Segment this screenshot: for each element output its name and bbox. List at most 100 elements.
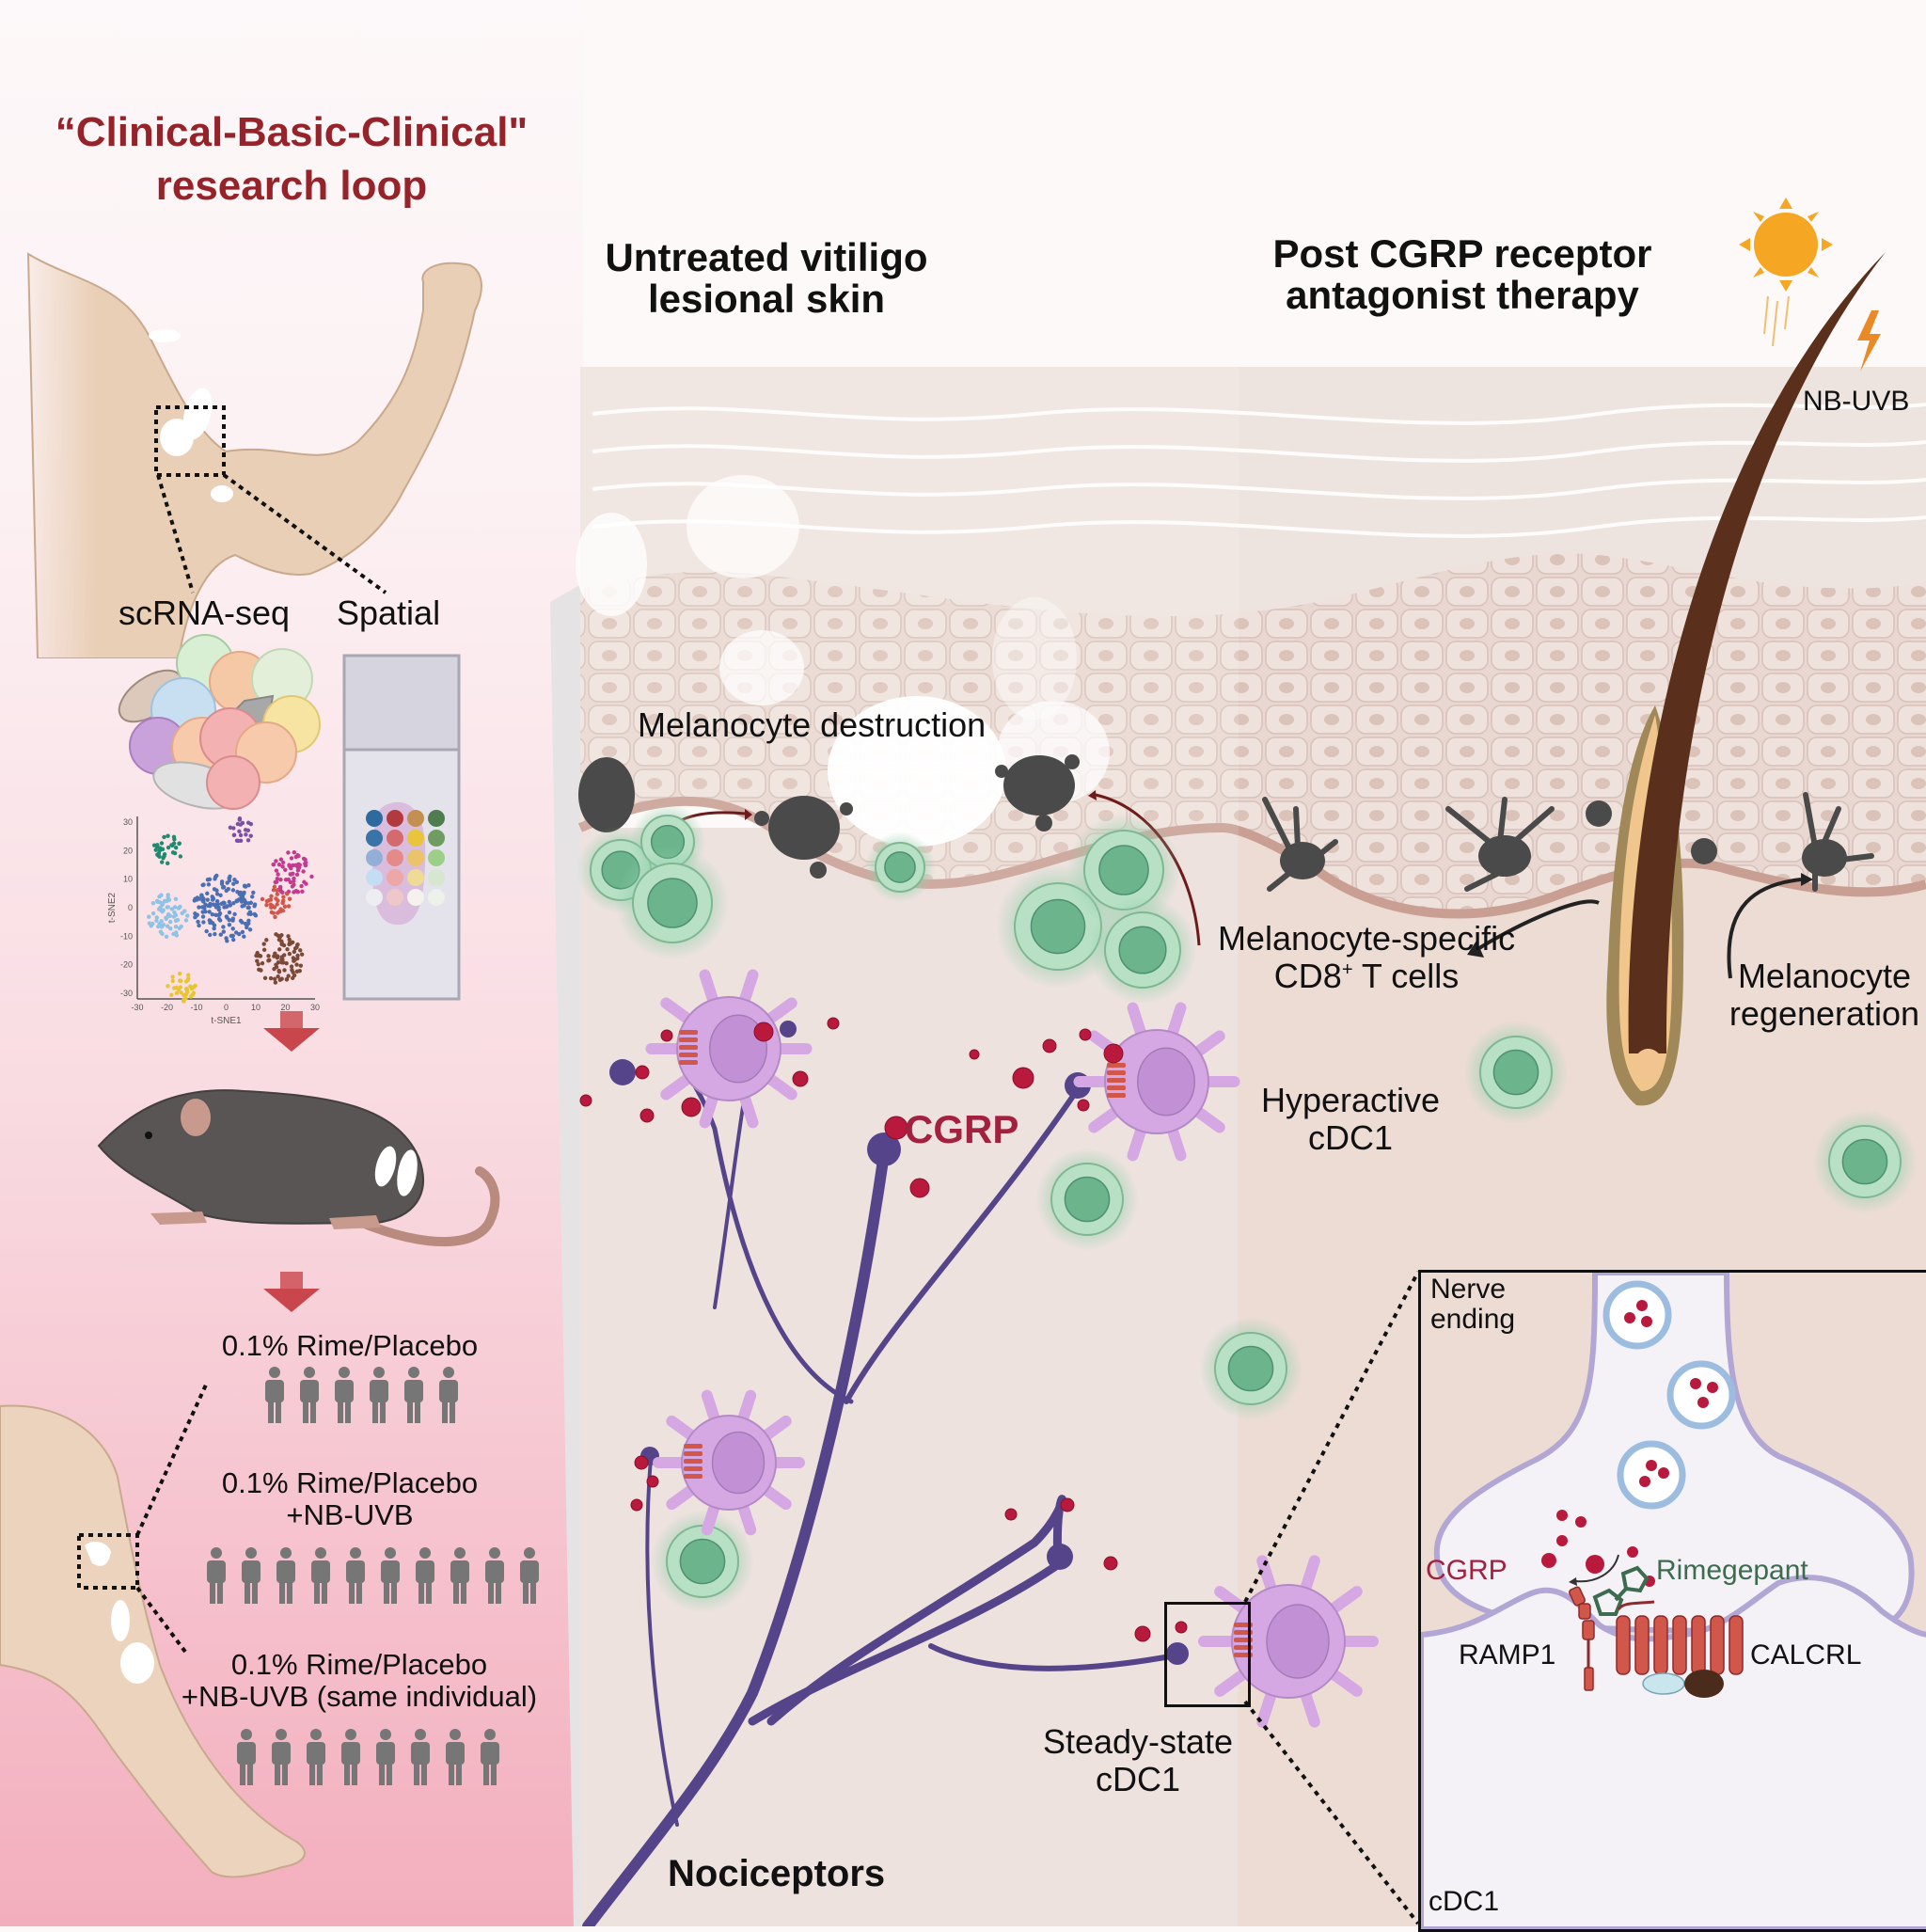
tsne-point: [239, 899, 245, 904]
cgrp-molecule: [792, 1070, 809, 1087]
tsne-point: [172, 910, 177, 915]
panel-divider: [550, 583, 583, 1926]
tsne-point: [279, 960, 285, 965]
person-icon: [481, 1729, 499, 1785]
tsne-point: [267, 958, 272, 963]
nociceptor-fibers: [582, 1069, 1178, 1926]
tsne-point: [208, 920, 213, 926]
flow-arrows: [263, 1011, 320, 1312]
loop-title-line1: “Clinical-Basic-Clinical": [55, 109, 529, 155]
tsne-point: [162, 834, 166, 840]
cgrp-molecule: [753, 1021, 774, 1042]
tsne-point: [246, 882, 251, 888]
depigmented-spot: [576, 513, 647, 616]
person-icon: [311, 1547, 330, 1604]
tsne-point: [237, 829, 242, 834]
spatial-spot: [387, 869, 403, 886]
tsne-point: [292, 849, 297, 855]
tsne-point: [153, 847, 158, 852]
scrna-seq-label: scRNA-seq: [118, 594, 291, 632]
tsne-point: [173, 846, 179, 850]
tsne-point: [156, 850, 162, 856]
tsne-point: [276, 872, 280, 877]
tsne-point: [286, 904, 292, 909]
mouse-paw: [329, 1215, 381, 1229]
tsne-point: [286, 974, 291, 978]
biopsy-box: [77, 1533, 139, 1590]
tsne-point: [162, 898, 167, 904]
vitiligo-patch: [374, 1146, 397, 1187]
spatial-spot: [366, 830, 383, 847]
cgrp-molecule: [1134, 1625, 1151, 1642]
cgrp-molecule: [884, 1116, 908, 1140]
tsne-point: [205, 897, 210, 902]
cgrp-molecule: [1175, 1621, 1188, 1634]
tsne-point: [230, 888, 236, 893]
tsne-point: [268, 975, 274, 981]
condition-label-line: 0.1% Rime/Placebo: [221, 1329, 479, 1362]
cgrp-molecule: [1004, 1508, 1018, 1521]
tsne-point: [229, 933, 234, 939]
x-axis-label: t-SNE1: [211, 1016, 242, 1026]
cgrp-molecule: [646, 1475, 659, 1488]
participant-icons: [207, 1547, 539, 1604]
vesicle: [1666, 1360, 1736, 1430]
cd8-t-cell: [1812, 1109, 1918, 1214]
migration-arrow: [1475, 899, 1600, 952]
participant-icons-group-1: [263, 1367, 472, 1430]
tsne-point: [275, 892, 280, 896]
tsne-point: [170, 978, 175, 984]
tsne-point: [214, 888, 219, 893]
tsne-point: [213, 905, 219, 910]
tsne-point: [224, 888, 229, 894]
cgrp-molecule: [909, 1178, 930, 1198]
tsne-point: [158, 929, 164, 934]
cell-cluster-illustration: [118, 634, 321, 810]
tsne-point: [281, 895, 286, 899]
tsne-point: [276, 960, 281, 965]
tsne-point: [273, 951, 277, 956]
participant-icons-group-3: [235, 1729, 513, 1792]
nociceptors-label: Nociceptors: [668, 1853, 886, 1894]
x-tick-label: 0: [224, 1003, 229, 1012]
tsne-point: [160, 847, 166, 852]
tsne-point: [244, 832, 248, 837]
arrow-shaft: [280, 1011, 303, 1028]
tsne-point: [276, 863, 282, 867]
condition-label-line: 0.1% Rime/Placebo: [221, 1466, 479, 1499]
cd8-t-cell: [1198, 1316, 1303, 1421]
tsne-point: [294, 969, 300, 974]
tsne-point: [277, 977, 283, 983]
person-icon: [276, 1547, 295, 1604]
tsne-point: [173, 925, 179, 929]
person-icon: [520, 1547, 539, 1604]
tsne-point: [291, 975, 295, 981]
tsne-point: [286, 850, 291, 855]
cgrp-molecule: [634, 1455, 649, 1470]
tsne-point: [200, 914, 206, 919]
tsne-point: [167, 919, 173, 925]
tsne-point: [228, 825, 233, 830]
tsne-point: [201, 896, 206, 901]
tsne-point: [276, 974, 280, 979]
tsne-point: [245, 820, 251, 825]
cd8-t-cell: [864, 831, 936, 903]
tsne-point: [301, 856, 307, 862]
person-icon: [381, 1547, 400, 1604]
tsne-point: [272, 884, 277, 889]
arrow-head-icon: [745, 809, 752, 820]
tsne-point: [200, 910, 205, 914]
tsne-point: [276, 968, 281, 974]
tsne-point: [176, 987, 181, 992]
arrow-head-icon: [1088, 790, 1097, 800]
tsne-point: [211, 902, 216, 907]
steady-state-cdc1-label: Steady-state cDC1: [1025, 1723, 1251, 1797]
tsne-point: [278, 909, 283, 913]
spatial-spot: [428, 849, 445, 866]
tsne-point: [234, 930, 239, 935]
person-icon: [439, 1367, 458, 1423]
spatial-spot: [366, 810, 383, 827]
arrow-head-icon: [1467, 941, 1484, 958]
tsne-point: [201, 920, 206, 925]
tsne-point: [147, 921, 152, 926]
